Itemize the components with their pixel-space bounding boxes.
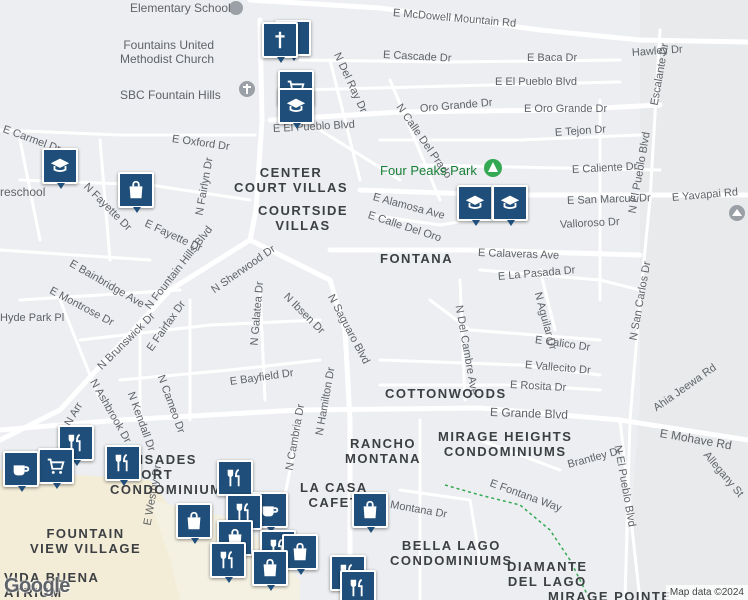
street-label: E Baca Dr [527, 52, 578, 64]
street-label: E El Pueblo Blvd [495, 76, 577, 88]
school-pin[interactable] [457, 185, 493, 226]
coffee-pin[interactable] [3, 451, 39, 492]
poi-label[interactable]: reschool [0, 185, 46, 199]
map-data-credit[interactable]: Map data ©2024 [665, 585, 748, 600]
coffee-icon [13, 465, 30, 476]
neighborhood-label: MIRAGE HEIGHTS CONDOMINIUMS [438, 429, 573, 459]
park-label[interactable]: Four Peaks Park [380, 163, 477, 178]
restaurant-icon [270, 538, 283, 557]
neighborhood-label: COTTONWOODS [385, 386, 507, 401]
neighborhood-label: COURTSIDE VILLAS [258, 203, 349, 233]
shopping-cart-icon [47, 458, 65, 474]
neighborhood-label: VIDA BUENA ATRIUM [4, 570, 100, 600]
shopping-bag-pin[interactable] [176, 503, 212, 544]
shopping-bag-icon [129, 180, 143, 199]
school-pin[interactable] [42, 148, 78, 189]
restaurant-pin[interactable] [217, 460, 253, 501]
school-icon [286, 98, 306, 112]
cross-icon [275, 31, 285, 49]
neighborhood-label: BELLA LAGO CONDOMINIUMS [390, 538, 513, 568]
neighborhood-label: LA CASA CAFET [300, 480, 368, 510]
shopping-bag-icon [187, 511, 201, 530]
neighborhood-label: RANCHO MONTANA [345, 436, 421, 466]
google-logo: Google [4, 575, 70, 597]
neighborhood-label: DIAMANTE DEL LAGO [507, 559, 588, 589]
restaurant-icon [220, 550, 233, 569]
shopping-bag-pin[interactable] [352, 492, 388, 533]
restaurant-icon [68, 433, 81, 452]
coffee-icon [262, 506, 279, 517]
street-label: Hyde Park Pl [0, 312, 65, 324]
restaurant-pin[interactable] [105, 445, 141, 486]
shopping-bag-pin[interactable] [118, 172, 154, 213]
school-icon [500, 195, 520, 209]
shopping-cart-pin[interactable] [38, 448, 74, 489]
school-pin[interactable] [492, 185, 528, 226]
shopping-bag-icon [293, 542, 307, 561]
restaurant-icon [236, 502, 249, 521]
shopping-bag-icon [263, 558, 277, 577]
restaurant-pin[interactable] [340, 570, 376, 600]
poi-label[interactable]: SBC Fountain Hills [120, 88, 221, 102]
school-pin[interactable] [278, 88, 314, 129]
school-icon [50, 158, 70, 172]
poi-label[interactable]: Fountains United Methodist Church [120, 38, 215, 66]
restaurant-icon [350, 578, 363, 597]
poi-label[interactable]: Elementary School [130, 1, 231, 15]
restaurant-pin[interactable] [210, 542, 246, 583]
shopping-bag-pin[interactable] [252, 550, 288, 591]
restaurant-icon [227, 468, 240, 487]
street-label: E Oro Grande Dr [524, 103, 608, 115]
street-label: E Grande Blvd [489, 405, 569, 422]
neighborhood-label: FONTANA [380, 251, 454, 266]
restaurant-icon [115, 453, 128, 472]
church-pin[interactable] [262, 22, 298, 63]
school-icon [465, 195, 485, 209]
neighborhood-label: MIRAGE POINTE [548, 589, 672, 600]
neighborhood-label: FOUNTAIN VIEW VILLAGE [30, 526, 142, 556]
shopping-bag-icon [363, 500, 377, 519]
neighborhood-label: CENTER COURT VILLAS [234, 165, 349, 195]
